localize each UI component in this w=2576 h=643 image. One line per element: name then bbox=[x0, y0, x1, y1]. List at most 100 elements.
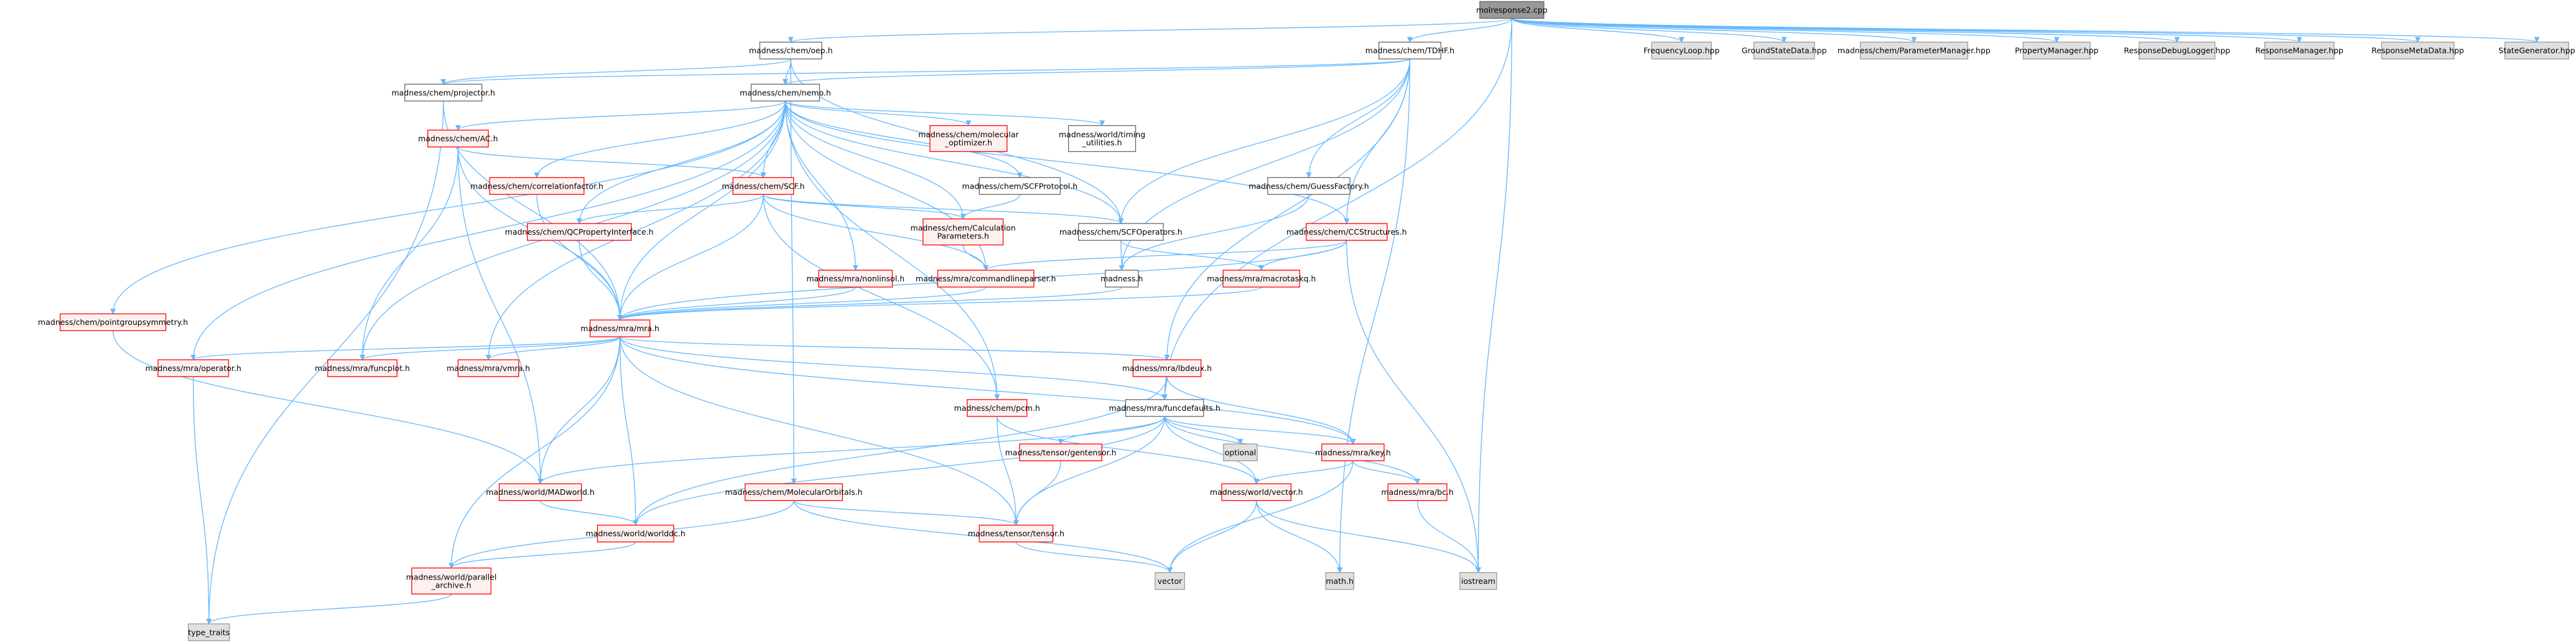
node-vmra[interactable]: madness/mra/vmra.h bbox=[447, 359, 530, 377]
node-box bbox=[2504, 41, 2569, 60]
edge-tdhf-to-projector bbox=[440, 59, 1411, 85]
node-freq[interactable]: FrequencyLoop.hpp bbox=[1644, 41, 1719, 60]
node-box bbox=[750, 83, 821, 101]
node-stategen[interactable]: StateGenerator.hpp bbox=[2498, 41, 2575, 60]
node-label: madness/mra/funcplot.h bbox=[315, 364, 410, 373]
node-box bbox=[2022, 41, 2091, 60]
node-label: ResponseDebugLogger.hpp bbox=[2124, 46, 2230, 55]
node-funcplot[interactable]: madness/mra/funcplot.h bbox=[315, 359, 410, 377]
node-gsd[interactable]: GroundStateData.hpp bbox=[1742, 41, 1827, 60]
node-tdhf[interactable]: madness/chem/TDHF.h bbox=[1365, 41, 1454, 60]
node-gentensor[interactable]: madness/tensor/gentensor.h bbox=[1005, 443, 1117, 461]
node-projector[interactable]: madness/chem/projector.h bbox=[391, 83, 495, 101]
node-label: type_traits bbox=[188, 627, 230, 637]
node-label: madness/world/timing bbox=[1059, 130, 1145, 139]
edge-funcdef-to-madworld bbox=[537, 416, 1165, 485]
node-box bbox=[1267, 177, 1351, 195]
node-cmdline[interactable]: madness/mra/commandlineparser.h bbox=[916, 270, 1056, 288]
node-vectorh[interactable]: madness/world/vector.h bbox=[1210, 483, 1303, 501]
edge-ac-to-scf bbox=[457, 146, 766, 179]
node-label: madness/chem/GuessFactory.h bbox=[1248, 181, 1369, 190]
node-keyh[interactable]: madness/mra/key.h bbox=[1315, 443, 1391, 461]
node-nemo[interactable]: madness/chem/nemo.h bbox=[740, 83, 831, 101]
node-pointgroup[interactable]: madness/chem/pointgroupsymmetry.h bbox=[38, 313, 188, 331]
edge-layer bbox=[110, 17, 2539, 625]
edge-scfops-to-madnessh bbox=[1118, 240, 1125, 271]
node-box bbox=[1479, 1, 1545, 19]
node-molopt[interactable]: madness/chem/molecular_optimizer.h bbox=[918, 125, 1020, 153]
node-box bbox=[1379, 41, 1441, 60]
node-operator[interactable]: madness/mra/operator.h bbox=[146, 359, 241, 377]
node-mra[interactable]: madness/mra/mra.h bbox=[580, 319, 659, 337]
node-corrfac[interactable]: madness/chem/correlationfactor.h bbox=[470, 177, 603, 195]
node-iostream[interactable]: iostream bbox=[1459, 572, 1497, 590]
node-archive[interactable]: madness/world/parallel_archive.h bbox=[406, 567, 497, 594]
node-label: madness/world/worlddc.h bbox=[585, 529, 685, 538]
node-box bbox=[1125, 399, 1204, 417]
edge-macrotask-to-mra bbox=[617, 286, 1262, 321]
node-label: optional bbox=[1225, 448, 1257, 457]
node-box bbox=[937, 270, 1035, 288]
node-typetraits[interactable]: type_traits bbox=[188, 623, 230, 641]
node-box bbox=[1325, 572, 1354, 590]
node-box bbox=[2139, 41, 2216, 60]
node-scf[interactable]: madness/chem/SCF.h bbox=[722, 177, 805, 195]
node-scfops[interactable]: madness/chem/SCFOperators.h bbox=[1059, 223, 1183, 241]
node-rmeta[interactable]: ResponseMetaData.hpp bbox=[2371, 41, 2464, 60]
edge-mra-to-funcplot bbox=[360, 336, 621, 360]
node-box bbox=[1651, 41, 1712, 60]
node-label: vector bbox=[1158, 576, 1183, 586]
edge-nemo-to-ccstruct bbox=[784, 101, 1350, 224]
node-propmgr[interactable]: PropertyManager.hpp bbox=[2015, 41, 2098, 60]
edge-root-to-oep bbox=[788, 17, 1512, 43]
edge-mra-to-operator bbox=[190, 336, 621, 360]
edge-root-to-iostream bbox=[1475, 18, 1512, 573]
node-label: madness/chem/correlationfactor.h bbox=[470, 181, 603, 190]
node-pcm[interactable]: madness/chem/pcm.h bbox=[954, 399, 1040, 417]
edge-funcdef-to-tensor bbox=[1013, 416, 1165, 526]
node-worlddc[interactable]: madness/world/worlddc.h bbox=[585, 524, 686, 543]
edge-root-to-gsd bbox=[1511, 17, 1787, 43]
node-molorb[interactable]: madness/chem/MolecularOrbitals.h bbox=[725, 483, 863, 501]
node-madnessh[interactable]: madness.h bbox=[1100, 270, 1143, 288]
node-vector[interactable]: vector bbox=[1155, 572, 1185, 590]
edge-funcdef-to-optional bbox=[1164, 416, 1244, 445]
node-optional[interactable]: optional bbox=[1223, 443, 1258, 461]
edge-cmdline-to-mra bbox=[617, 286, 987, 321]
node-fbdeux[interactable]: madness/mra/lbdeux.h bbox=[1122, 359, 1212, 377]
node-box bbox=[60, 313, 167, 331]
node-scfproto[interactable]: madness/chem/SCFProtocol.h bbox=[962, 177, 1078, 195]
node-ccstruct[interactable]: madness/chem/CCStructures.h bbox=[1286, 223, 1407, 241]
node-oep[interactable]: madness/chem/oep.h bbox=[749, 41, 833, 60]
node-madworld[interactable]: madness/world/MADworld.h bbox=[486, 483, 595, 501]
node-qcprop[interactable]: madness/chem/QCPropertyInterface.h bbox=[505, 223, 654, 241]
node-timing[interactable]: madness/world/timing_utilities.h bbox=[1059, 125, 1145, 153]
node-ac[interactable]: madness/chem/AC.h bbox=[418, 129, 498, 148]
node-box bbox=[923, 218, 1004, 246]
edge-root-to-rmgr bbox=[1511, 17, 2302, 43]
edge-oep-to-projector bbox=[440, 59, 791, 85]
node-macrotask[interactable]: madness/mra/macrotaskq.h bbox=[1207, 270, 1316, 288]
node-label: _utilities.h bbox=[1082, 138, 1122, 148]
edge-funcdef-to-worlddc bbox=[633, 416, 1165, 526]
edge-mra-to-tensor bbox=[619, 337, 1019, 526]
node-label: StateGenerator.hpp bbox=[2498, 46, 2575, 55]
node-box bbox=[1105, 270, 1139, 288]
node-funcdef[interactable]: madness/mra/funcdefaults.h bbox=[1109, 399, 1221, 417]
node-mathh[interactable]: math.h bbox=[1325, 572, 1354, 590]
edge-ccstruct-to-cmdline bbox=[983, 240, 1347, 271]
node-box bbox=[157, 359, 230, 377]
node-tensor[interactable]: madness/tensor/tensor.h bbox=[968, 524, 1064, 543]
node-root[interactable]: molresponse2.cpp bbox=[1476, 1, 1548, 19]
edge-nemo-to-pcm bbox=[784, 101, 1000, 400]
node-bc[interactable]: madness/mra/bc.h bbox=[1381, 483, 1454, 501]
edge-mra-to-funcdef bbox=[619, 336, 1168, 400]
node-rmgr[interactable]: ResponseManager.hpp bbox=[2256, 41, 2344, 60]
node-nonlinsol[interactable]: madness/mra/nonlinsol.h bbox=[806, 270, 904, 288]
node-rdlog[interactable]: ResponseDebugLogger.hpp bbox=[2124, 41, 2230, 60]
node-parammgr[interactable]: madness/chem/ParameterManager.hpp bbox=[1838, 41, 1991, 60]
node-guess[interactable]: madness/chem/GuessFactory.h bbox=[1248, 177, 1369, 195]
node-box bbox=[327, 359, 398, 377]
edge-ac-to-madworld bbox=[457, 147, 544, 485]
